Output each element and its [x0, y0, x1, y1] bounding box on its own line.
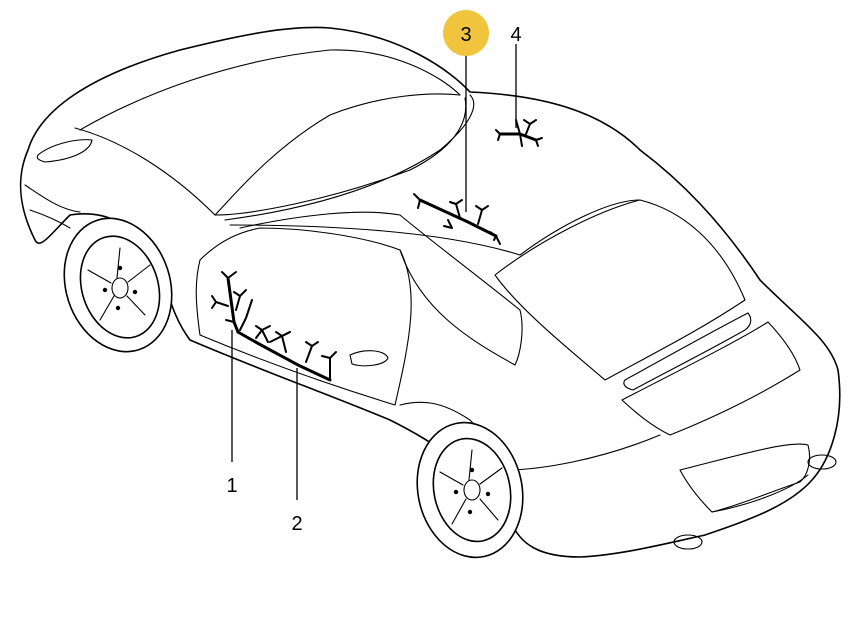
- rear-bumper: [679, 443, 811, 513]
- rear-wheel: [416, 421, 524, 559]
- callout-3[interactable]: 3: [443, 10, 489, 56]
- callout-2[interactable]: 2: [291, 513, 302, 535]
- callout-3-highlight-circle: [443, 10, 489, 56]
- front-bumper: [24, 184, 81, 229]
- harness-2: [236, 299, 337, 382]
- exhaust-left: [673, 534, 703, 550]
- headlight: [36, 139, 93, 163]
- front-wheel: [63, 217, 173, 353]
- callout-4-label: 4: [510, 24, 521, 46]
- callout-2-label: 2: [291, 513, 302, 535]
- windshield: [74, 93, 461, 216]
- callout-1[interactable]: 1: [226, 475, 237, 497]
- harness-1: [211, 271, 247, 334]
- callout-3-label: 3: [460, 24, 471, 46]
- roof-line: [79, 49, 461, 131]
- callout-1-label: 1: [226, 475, 237, 497]
- engine-lid: [621, 321, 801, 436]
- harness-4: [495, 119, 543, 147]
- exhaust-right: [807, 454, 837, 470]
- rear-window: [494, 199, 746, 381]
- door-handle: [349, 350, 389, 367]
- rear-spoiler: [623, 312, 752, 391]
- side-window: [239, 211, 523, 366]
- harness-3: [413, 193, 501, 245]
- door-outline: [195, 227, 412, 406]
- callout-4[interactable]: 4: [510, 24, 521, 46]
- rear-diffuser: [711, 474, 809, 513]
- roof-panel: [214, 94, 641, 256]
